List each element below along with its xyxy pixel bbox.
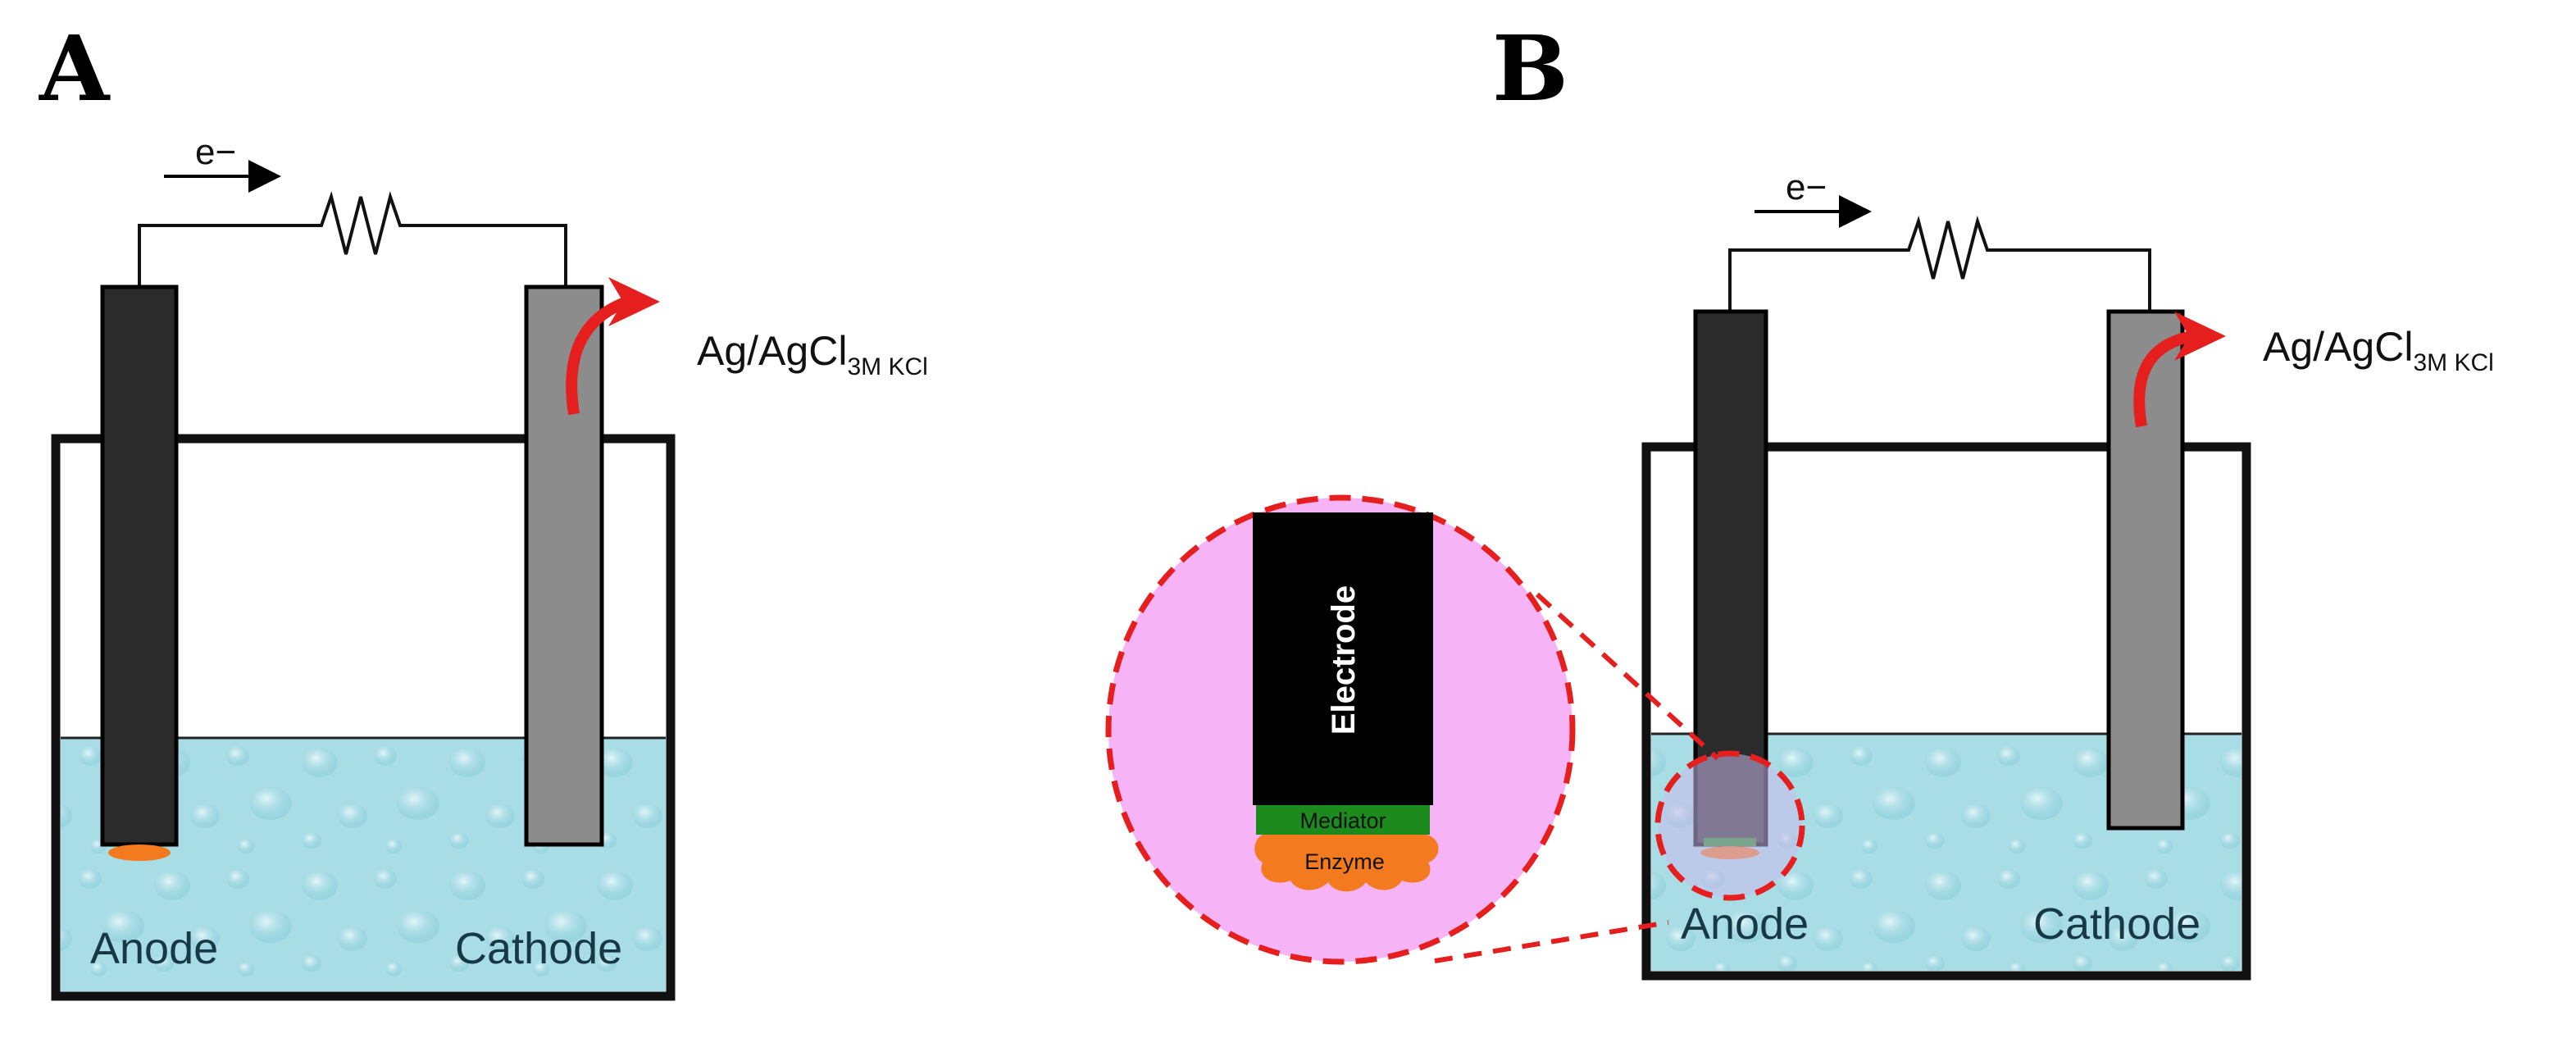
inset-mediator-label: Mediator	[1299, 808, 1386, 833]
zoom-line-bottom	[1434, 920, 1669, 963]
circuit-wire-a	[138, 191, 567, 289]
panel-a: A e− Ag/AgCl3M KCl Anode Cathode	[39, 16, 928, 1001]
cathode-electrode-a	[524, 285, 604, 847]
panel-b: B e− Ag/AgCl3M KCl Anode Cathode	[1105, 16, 2494, 981]
cathode-label-b: Cathode	[2033, 899, 2201, 949]
inset-magnified-view: Electrode Mediator Enzyme	[1105, 494, 1576, 965]
anode-label-a: Anode	[90, 924, 218, 973]
inset-electrode-label: Electrode	[1326, 585, 1362, 735]
enzyme-layer-a	[108, 845, 171, 861]
inset-mediator	[1256, 805, 1430, 835]
reference-electrode-label-a: Ag/AgCl3M KCl	[697, 328, 928, 380]
panel-letter-a: A	[39, 16, 111, 121]
inset-electrode	[1253, 512, 1433, 805]
cathode-electrode-b	[2106, 309, 2185, 831]
electron-label-b: e−	[1786, 167, 1827, 207]
reference-arrow-a	[566, 296, 630, 416]
zoom-highlight-circle	[1654, 750, 1805, 901]
electron-label-a: e−	[195, 132, 236, 172]
panel-letter-b: B	[1492, 16, 1568, 121]
zoom-line-top	[1535, 592, 1720, 761]
reference-arrow-b	[2133, 330, 2195, 428]
inset-enzyme	[1254, 835, 1439, 892]
circuit-wire-b	[1728, 216, 2151, 313]
reference-electrode-label-b: Ag/AgCl3M KCl	[2263, 324, 2494, 376]
anode-label-b: Anode	[1681, 899, 1809, 949]
cathode-label-a: Cathode	[455, 924, 622, 973]
anode-electrode-a	[100, 285, 179, 847]
inset-enzyme-label: Enzyme	[1304, 849, 1385, 874]
